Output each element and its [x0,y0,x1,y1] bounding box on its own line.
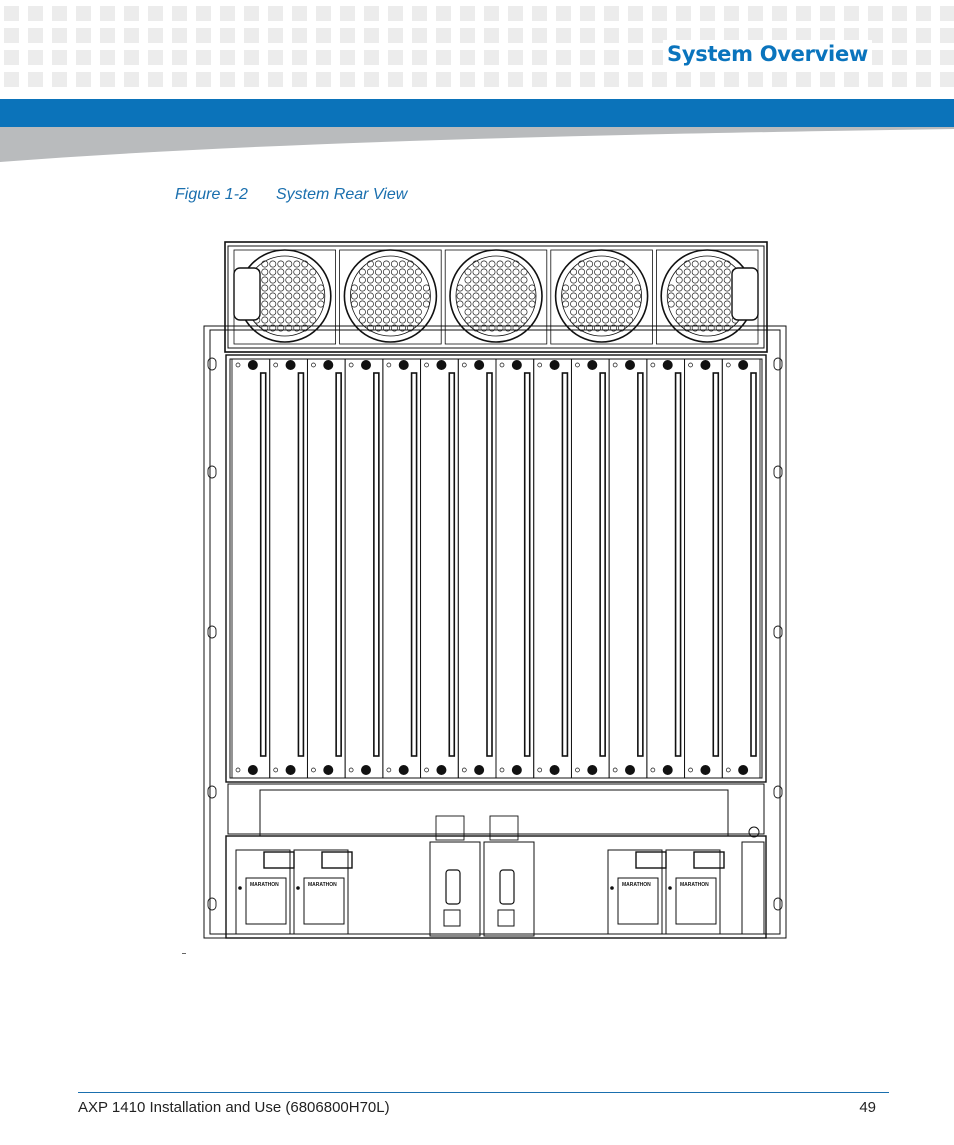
cover-plate [227,783,765,835]
header-gray-swoosh [0,127,954,162]
card-slot [646,358,686,779]
power-supply-unit: MARATHON [665,849,725,935]
card-slot [420,358,459,779]
flange-hole [207,897,217,911]
fan-icon [444,249,548,345]
system-rear-view-drawing: MARATHON MARATHON MARATHON MARATHON [203,241,787,939]
flange-hole [207,625,217,639]
flange-hole [773,785,783,799]
ground-symbol-icon [741,826,765,935]
flange-holes [207,357,783,911]
header-dot-pattern [4,6,954,87]
card-slot [231,358,271,779]
fan-tray-handle-right [731,267,759,321]
power-supplies: MARATHON MARATHON MARATHON MARATHON [235,815,765,937]
svg-text:MARATHON: MARATHON [308,882,337,888]
fan-group [233,249,759,345]
card-slot [533,358,572,779]
card-slots [231,358,761,779]
figure-title: System Rear View [276,186,408,203]
flange-hole [773,357,783,371]
fan-icon [550,249,653,345]
footer-page-number: 49 [859,1099,876,1116]
card-slot [344,358,384,779]
svg-text:MARATHON: MARATHON [680,882,709,888]
card-slot [570,358,610,779]
card-slot [721,358,761,779]
flange-hole [773,625,783,639]
flange-hole [207,785,217,799]
power-supply-unit: MARATHON [235,849,295,935]
svg-text:MARATHON: MARATHON [622,882,651,888]
card-slot [684,358,723,779]
card-slot [457,358,497,779]
fan-tray-handle-left [233,267,261,321]
figure-caption: Figure 1-2 System Rear View [175,186,407,204]
card-slot [495,358,535,779]
fan-tray [224,241,768,353]
footer-rule [78,1092,889,1093]
power-supply-unit: MARATHON [293,849,353,935]
footer-document-title: AXP 1410 Installation and Use (6806800H7… [78,1099,390,1116]
fan-icon [339,249,442,345]
card-slot [608,358,648,779]
flange-hole [773,897,783,911]
section-title: System Overview [663,40,872,68]
tick-mark [182,953,186,954]
flange-hole [773,465,783,479]
card-cage [225,354,767,783]
card-slot [382,358,422,779]
svg-text:MARATHON: MARATHON [250,882,279,888]
flange-hole [207,357,217,371]
card-slot [269,358,308,779]
controller-module [483,815,535,937]
psu-bay [225,835,767,939]
power-supply-unit: MARATHON [607,849,667,935]
controller-module [429,815,481,937]
flange-hole [207,465,217,479]
card-slot [306,358,346,779]
header-blue-band [0,99,954,127]
figure-number: Figure 1-2 [175,186,248,203]
